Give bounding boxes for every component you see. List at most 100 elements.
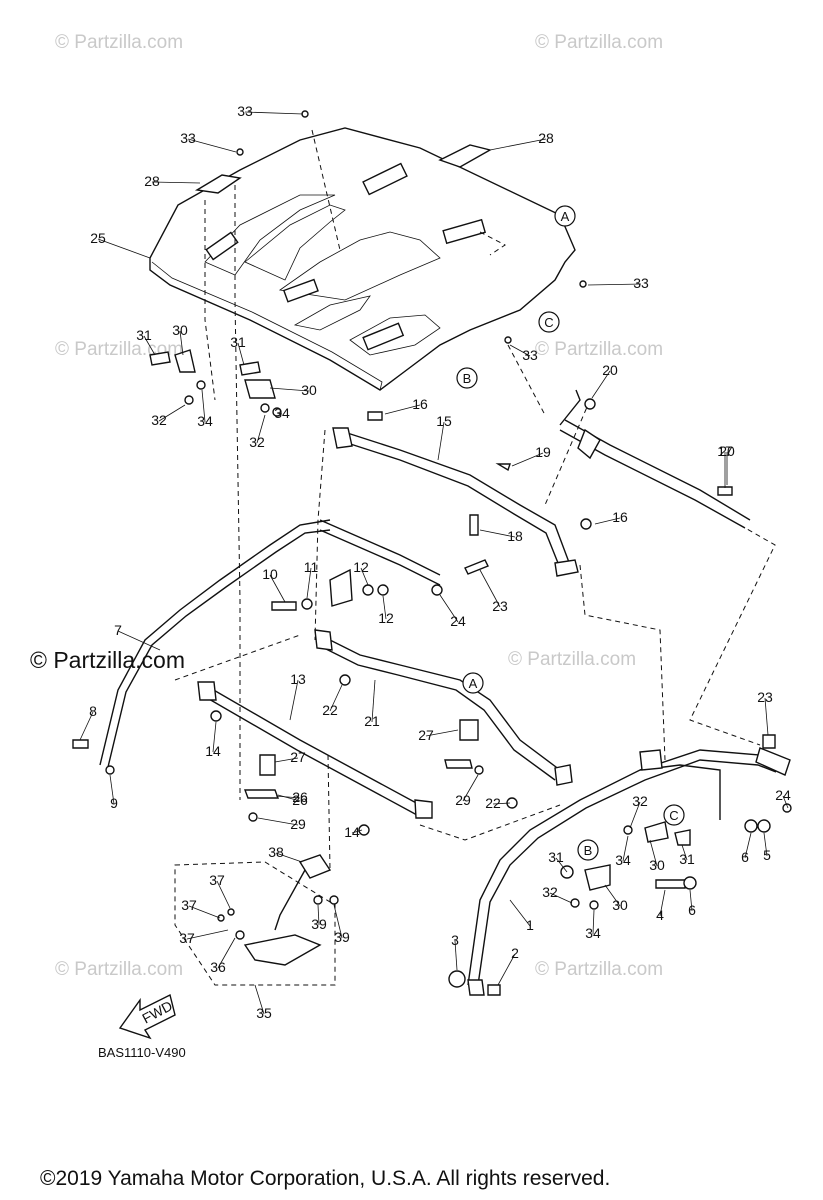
callout-31: 31: [136, 327, 152, 343]
leader-line: [462, 774, 479, 802]
callout-37: 37: [181, 897, 197, 913]
reference-marker-b: B: [577, 839, 599, 861]
callout-12: 12: [378, 610, 394, 626]
leader-line: [371, 679, 376, 723]
leader-line: [109, 774, 115, 805]
leader-line: [79, 711, 94, 741]
callout-33: 33: [180, 130, 196, 146]
forward-arrow: FWD: [118, 993, 176, 1040]
hardware: [72, 110, 792, 996]
leader-line: [201, 389, 206, 423]
leader-line: [289, 679, 299, 721]
leader-line: [217, 937, 236, 969]
svg-text:B: B: [463, 371, 472, 386]
svg-text:C: C: [669, 808, 678, 823]
callout-14: 14: [205, 743, 221, 759]
callout-34: 34: [615, 852, 631, 868]
leader-line: [216, 880, 231, 909]
cross-bar: [314, 629, 573, 786]
leader-line: [689, 889, 693, 912]
callout-20: 20: [602, 362, 618, 378]
callout-28: 28: [538, 130, 554, 146]
roof-pad: [194, 144, 492, 194]
callout-30: 30: [301, 382, 317, 398]
callout-30: 30: [172, 322, 188, 338]
watermark-text: © Partzilla.com: [535, 339, 663, 360]
reference-marker-c: C: [663, 804, 685, 826]
callout-14: 14: [344, 824, 360, 840]
callout-28: 28: [144, 173, 160, 189]
callout-32: 32: [151, 412, 167, 428]
leader-line: [764, 697, 769, 736]
callout-37: 37: [179, 930, 195, 946]
leader-line: [306, 567, 312, 599]
callout-19: 19: [535, 444, 551, 460]
leader-line: [744, 832, 752, 859]
leader-line: [382, 595, 387, 620]
callout-23: 23: [492, 598, 508, 614]
callout-6: 6: [688, 902, 696, 918]
leader-line: [274, 757, 299, 763]
callout-37: 37: [209, 872, 225, 888]
callout-5: 5: [763, 847, 771, 863]
svg-text:A: A: [561, 209, 570, 224]
leader-line: [143, 335, 156, 356]
leader-line: [151, 181, 201, 184]
callout-29: 29: [455, 792, 471, 808]
reference-marker-a: A: [554, 205, 576, 227]
leader-line: [277, 794, 301, 802]
leader-line: [622, 835, 629, 862]
svg-text:B: B: [584, 843, 593, 858]
leader-line: [269, 574, 286, 603]
callout-20: 20: [719, 443, 735, 459]
callout-38: 38: [268, 844, 284, 860]
watermark-text-large: © Partzilla.com: [30, 647, 185, 673]
callout-15: 15: [436, 413, 452, 429]
callout-35: 35: [256, 1005, 272, 1021]
leader-line: [592, 909, 595, 935]
reference-marker-b: B: [456, 367, 478, 389]
lower-bar: [197, 681, 433, 819]
callout-36: 36: [210, 959, 226, 975]
leader-line: [237, 342, 245, 366]
leader-line: [97, 238, 151, 259]
leader-line: [509, 899, 531, 927]
leader-line: [269, 387, 310, 392]
callout-32: 32: [542, 884, 558, 900]
callout-18: 18: [507, 528, 523, 544]
callout-30: 30: [649, 857, 665, 873]
callout-39: 39: [334, 929, 350, 945]
leader-line: [425, 729, 459, 737]
callout-24: 24: [450, 613, 466, 629]
leader-line: [555, 857, 568, 873]
leader-line: [763, 832, 768, 857]
callout-30: 30: [612, 897, 628, 913]
callout-27: 27: [418, 727, 434, 743]
leader-line: [186, 929, 229, 940]
leader-line: [509, 344, 531, 357]
callout-2: 2: [511, 945, 519, 961]
leader-line: [511, 452, 544, 467]
leader-line: [179, 330, 184, 356]
leader-line: [489, 138, 547, 151]
leader-line: [782, 795, 789, 809]
svg-text:A: A: [469, 676, 478, 691]
watermark-text: © Partzilla.com: [55, 32, 183, 53]
callout-33: 33: [633, 275, 649, 291]
roof-panel: [149, 127, 576, 391]
callout-29: 29: [290, 816, 306, 832]
leader-line: [351, 829, 363, 834]
rear-frame: [99, 519, 441, 768]
leader-line: [317, 904, 320, 926]
leader-dashes: [174, 185, 776, 871]
leader-line: [629, 801, 641, 829]
callout-33: 33: [522, 347, 538, 363]
callout-24: 24: [775, 787, 791, 803]
leader-line: [275, 795, 301, 799]
leader-line: [329, 684, 343, 712]
leader-line: [333, 904, 343, 939]
callout-31: 31: [548, 849, 564, 865]
callout-11: 11: [304, 559, 319, 575]
